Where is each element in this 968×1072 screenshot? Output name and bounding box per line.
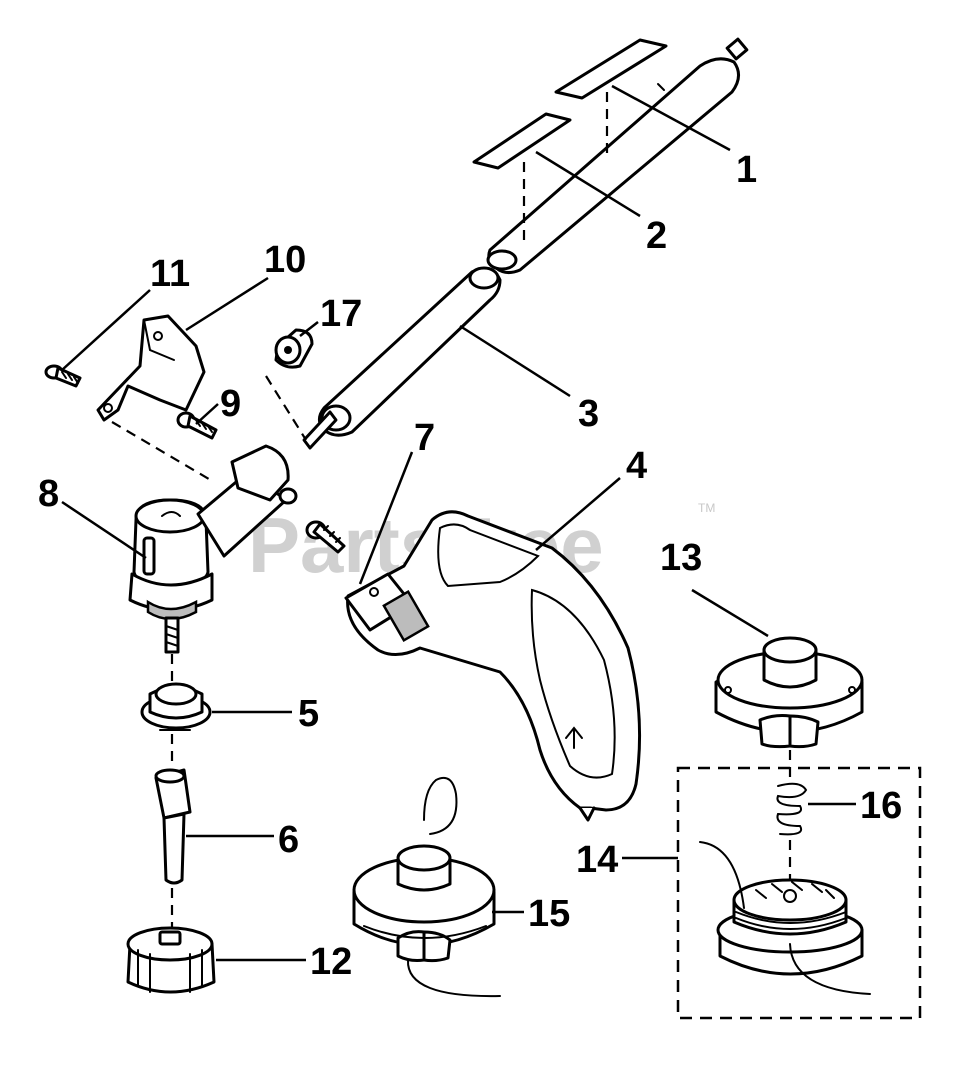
part-1-label-strip — [554, 38, 668, 100]
dashed-link-17 — [265, 375, 307, 441]
callout-2: 2 — [646, 215, 667, 257]
part-17-nut — [274, 328, 314, 369]
part-14-group-box — [676, 766, 922, 1020]
part-14-spool — [699, 841, 871, 995]
part-12-knob — [126, 926, 216, 994]
callout-17: 17 — [320, 293, 362, 335]
callout-6: 6 — [278, 819, 299, 861]
callout-5: 5 — [298, 693, 319, 735]
part-13-spool-cover — [714, 636, 864, 749]
upper-shaft — [486, 37, 749, 275]
callout-4: 4 — [626, 445, 647, 487]
callout-3: 3 — [578, 393, 599, 435]
part-8-gear-head — [128, 444, 298, 654]
part-9-screw — [176, 411, 218, 440]
part-7-screw — [305, 520, 346, 554]
dashed-links-1-2 — [522, 92, 609, 240]
part-15-spool — [352, 776, 501, 998]
callout-12: 12 — [310, 941, 352, 983]
callout-1: 1 — [736, 149, 757, 191]
part-11-screw — [44, 364, 82, 388]
part-5-washer-nut — [140, 682, 212, 731]
callout-13: 13 — [660, 537, 702, 579]
callout-14: 14 — [576, 839, 618, 881]
leader-lines — [61, 84, 856, 962]
watermark-trademark: TM — [698, 501, 715, 515]
callout-9: 9 — [220, 383, 241, 425]
callout-8: 8 — [38, 473, 59, 515]
callout-7: 7 — [414, 417, 435, 459]
part-6-spacer — [154, 768, 192, 885]
part-2-label-strip — [472, 112, 572, 170]
callout-16: 16 — [860, 785, 902, 827]
part-16-spring — [776, 782, 808, 836]
part-4-handle — [344, 510, 642, 822]
part-10-bracket — [96, 314, 206, 422]
dashed-link-10-8 — [111, 421, 215, 483]
callout-11: 11 — [150, 253, 190, 295]
part-3-lower-shaft — [302, 266, 502, 450]
callout-10: 10 — [264, 239, 306, 281]
callout-15: 15 — [528, 893, 570, 935]
